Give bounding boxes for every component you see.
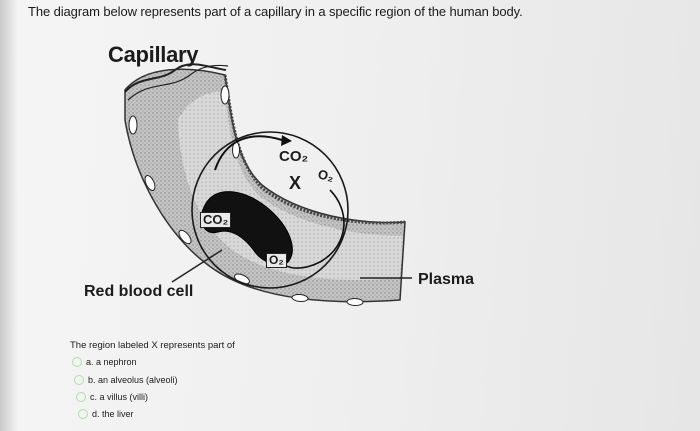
nucleus [128,115,138,135]
co2-label-top: CO₂ [279,148,309,165]
co2-label-cell: CO₂ [200,212,232,228]
option-c[interactable]: c. a villus (villi) [76,392,148,402]
option-label: d. the liver [92,409,134,419]
diffusion-circle [191,131,349,289]
capillary-diagram [124,63,412,307]
o2-label-cell: O₂ [266,253,287,268]
nucleus [220,85,230,105]
question-prompt: The region labeled X represents part of [70,340,235,351]
rbc-pointer-line [171,249,223,283]
region-x-label: X [289,173,302,193]
radio-button[interactable] [72,357,82,367]
red-blood-cell-label: Red blood cell [84,283,194,300]
option-label: a. a nephron [86,357,137,367]
plasma-label: Plasma [418,271,475,288]
radio-button[interactable] [78,409,88,419]
nucleus [178,229,192,245]
radio-button[interactable] [76,392,86,402]
nucleus [291,293,309,303]
question-text: The diagram below represents part of a c… [28,4,523,19]
option-b[interactable]: b. an alveolus (alveoli) [74,375,178,385]
capillary-top-edge [124,63,227,93]
nucleus [144,175,156,191]
nucleus [346,297,364,307]
capillary-label-line [127,64,229,101]
co2-arrow [214,135,283,171]
option-a[interactable]: a. a nephron [72,357,137,367]
capillary-label: Capillary [108,42,199,67]
option-label: b. an alveolus (alveoli) [88,375,178,385]
cell-wall-edge [223,74,406,225]
option-label: c. a villus (villi) [90,392,149,402]
co2-arrowhead [281,135,292,146]
radio-button[interactable] [74,375,84,385]
bezel-shadow [0,0,18,431]
option-d[interactable]: d. the liver [78,409,134,419]
o2-arrow [281,189,345,269]
